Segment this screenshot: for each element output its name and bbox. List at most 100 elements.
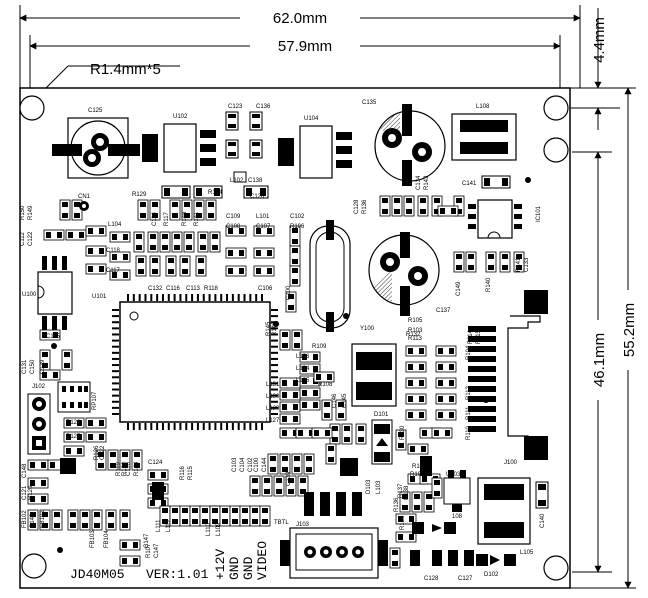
component-designator: R108 — [318, 382, 333, 388]
qfp-pin — [150, 423, 153, 430]
smd-passive — [285, 291, 297, 313]
smd-passive — [147, 469, 169, 481]
smd-passive — [85, 225, 107, 237]
ic-u100: U100 — [22, 256, 73, 330]
component-designator: R107 — [146, 543, 152, 558]
component-designator: C124 — [148, 460, 163, 466]
smd-passive — [179, 255, 191, 277]
smd-passive — [169, 199, 181, 221]
component-designator: C150 — [30, 359, 36, 374]
qfp-pin — [243, 423, 246, 430]
qfp-pin — [167, 423, 170, 430]
qfp-pin — [196, 423, 199, 430]
qfp-pin — [271, 406, 278, 409]
svg-text:L108: L108 — [476, 104, 490, 110]
ferrite-bead — [340, 458, 358, 476]
smd-passive — [291, 453, 303, 475]
smd-passive — [253, 265, 275, 277]
svg-text:C137: C137 — [436, 308, 451, 314]
smd-passive — [253, 225, 275, 237]
qfp-pin — [271, 370, 278, 373]
component-designator: L110 — [206, 522, 212, 536]
component-designator: R111 — [466, 406, 472, 420]
capacitor-c141: C141 — [462, 175, 531, 189]
smd-passive — [465, 251, 477, 273]
qfp-pin — [112, 315, 119, 318]
qfp-pin — [214, 423, 217, 430]
connector-label: J103 — [296, 522, 310, 528]
component-designator: R140 — [486, 277, 492, 292]
smd-passive — [165, 255, 177, 277]
smd-passive — [85, 263, 107, 275]
j100-pin — [468, 326, 496, 332]
component-designator: R119 — [116, 461, 122, 476]
component-designator: R112 — [466, 385, 472, 400]
smd-passive — [395, 531, 417, 543]
smd-passive — [63, 417, 85, 429]
svg-text:C141: C141 — [462, 181, 477, 187]
component-designator: R113 — [408, 336, 423, 342]
qfp-pin — [127, 423, 129, 430]
j100-pin — [468, 386, 496, 392]
component-designator: R150 — [20, 205, 26, 220]
component-designator: R137 — [398, 483, 404, 498]
component-designator: R132 — [406, 332, 421, 338]
smd-passive — [61, 349, 73, 371]
smd-passive — [513, 251, 525, 273]
smd-passive — [431, 477, 443, 499]
qfp-pin — [191, 294, 194, 301]
component-designator: R120 — [28, 485, 34, 500]
smd-passive — [411, 491, 423, 513]
qfp-pin — [271, 364, 278, 367]
component-designator: C100 — [254, 457, 260, 472]
qfp-pin — [132, 423, 135, 430]
svg-text:U103: U103 — [446, 472, 461, 478]
pin-label-12v: +12V — [213, 549, 228, 580]
top-offset-dimension: 4.4mm — [591, 17, 608, 63]
qfp-pin — [167, 294, 170, 301]
qfp-pin — [185, 423, 188, 430]
component-designator: R127 — [66, 434, 81, 440]
smd-passive — [405, 377, 427, 389]
connector-sub-label: TBTL — [274, 520, 289, 526]
smd-passive — [209, 231, 221, 253]
smd-passive — [435, 393, 457, 405]
svg-text:108: 108 — [452, 514, 463, 520]
crystal-y100: Y100 — [309, 220, 375, 332]
qfp-pin — [231, 294, 234, 301]
component-designator: R146 — [272, 321, 278, 336]
qfp-pin — [156, 423, 159, 430]
component-designator: C109 — [226, 214, 241, 220]
smd-passive — [437, 205, 459, 217]
hole-spacing-dimension: 46.1mm — [591, 333, 608, 387]
component-designator: FB101 — [40, 510, 46, 528]
pin-label-video: VIDEO — [255, 541, 270, 580]
regulator-u104: U104 — [278, 116, 352, 179]
smd-passive — [91, 509, 103, 531]
smd-passive — [267, 453, 279, 475]
qfp-pin — [112, 388, 119, 391]
component-designator: C104 — [240, 457, 246, 472]
svg-text:C120: C120 — [250, 194, 265, 200]
connector-j103: J103 TBTL — [274, 492, 388, 579]
component-designator: L135 — [296, 378, 310, 384]
j100-pin — [468, 396, 496, 402]
qfp-pin — [196, 294, 199, 301]
component-designator: C134 — [416, 175, 422, 190]
qfp-pin — [150, 294, 153, 301]
smd-passive — [403, 195, 415, 217]
qfp-pin — [226, 294, 229, 301]
component-designator: R103 — [408, 328, 423, 334]
smd-passive — [27, 477, 49, 489]
qfp-pin — [191, 423, 194, 430]
component-designator: C129 — [40, 359, 46, 374]
qfp-pin — [271, 345, 278, 348]
svg-text:L102: L102 — [230, 178, 244, 184]
smd-passive — [225, 247, 247, 259]
j100-pin — [468, 406, 496, 412]
inductor-l108: L108 — [451, 104, 517, 161]
passive-components — [27, 195, 525, 569]
component-designator: R145 — [266, 321, 272, 336]
